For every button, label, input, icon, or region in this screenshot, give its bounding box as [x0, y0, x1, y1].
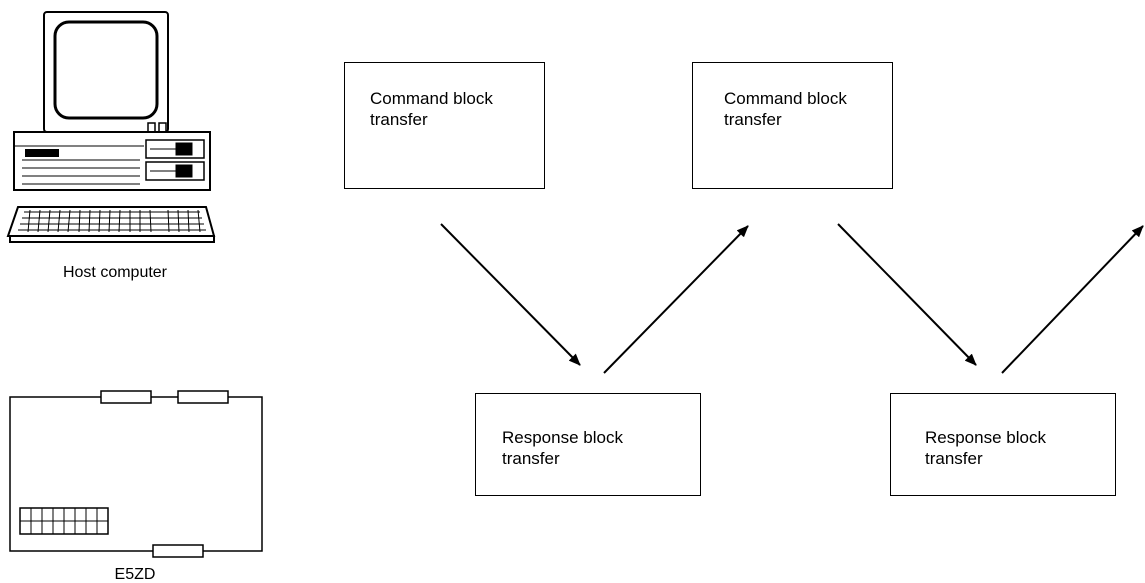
- command-block-1-label: Command block transfer: [370, 89, 493, 129]
- command-block-1: Command block transfer: [344, 62, 545, 189]
- response-block-2-label: Response block transfer: [925, 428, 1046, 468]
- host-computer-icon: [6, 11, 216, 243]
- arrow-response-2-onward: [1001, 225, 1144, 374]
- arrow-command-2-to-response-2: [837, 223, 977, 366]
- e5zd-label: E5ZD: [114, 566, 156, 583]
- arrow-command-1-to-response-1: [440, 223, 581, 366]
- response-block-1-label: Response block transfer: [502, 428, 623, 468]
- arrow-response-1-to-command-2: [603, 225, 749, 374]
- response-block-1: Response block transfer: [475, 393, 701, 496]
- command-block-2: Command block transfer: [692, 62, 893, 189]
- response-block-2: Response block transfer: [890, 393, 1116, 496]
- host-computer-label: Host computer: [62, 264, 168, 281]
- e5zd-board-icon: [9, 390, 263, 558]
- command-block-2-label: Command block transfer: [724, 89, 847, 129]
